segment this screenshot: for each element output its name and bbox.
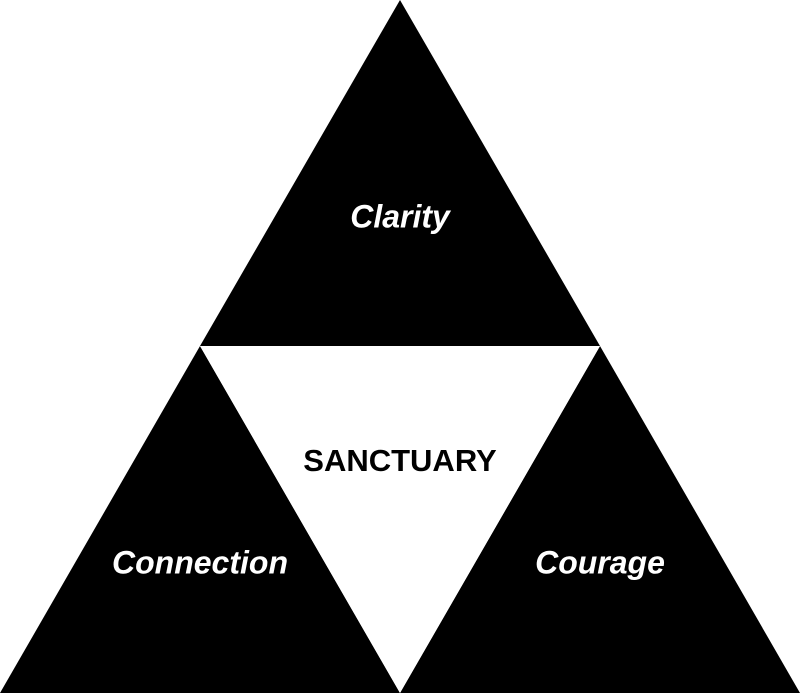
left-triangle (0, 346, 400, 693)
center-triangle (200, 346, 600, 693)
right-label: Courage (535, 544, 665, 580)
top-label: Clarity (350, 198, 452, 234)
left-label: Connection (112, 544, 288, 580)
right-triangle (400, 346, 800, 693)
center-label: SANCTUARY (303, 443, 497, 478)
top-triangle (200, 0, 600, 346)
